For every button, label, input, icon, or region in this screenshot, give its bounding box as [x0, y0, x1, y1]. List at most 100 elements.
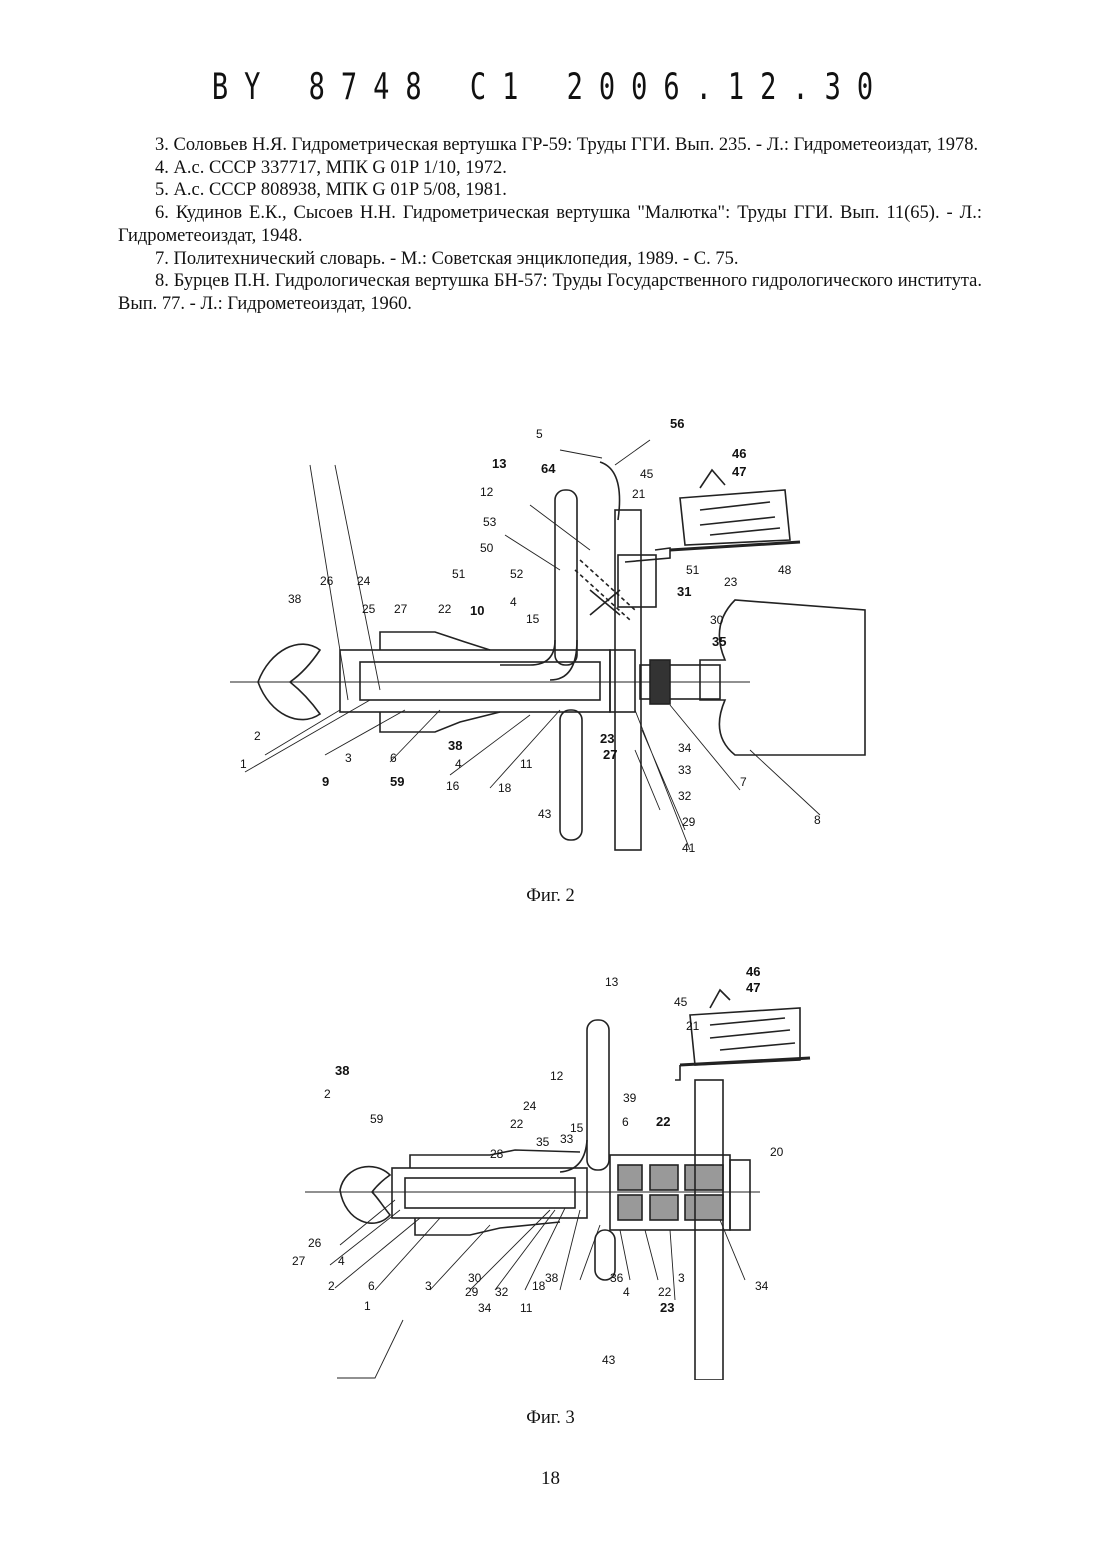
svg-text:34: 34 [478, 1301, 492, 1315]
svg-text:31: 31 [677, 584, 691, 599]
svg-text:4: 4 [510, 595, 517, 609]
svg-text:38: 38 [335, 1063, 349, 1078]
reference-item: 5. А.с. СССР 808938, МПК G 01P 5/08, 198… [118, 179, 982, 202]
svg-text:9: 9 [322, 774, 329, 789]
svg-text:13: 13 [605, 975, 619, 989]
figure-2-labels: 5 56 13 64 45 46 47 12 21 53 48 50 51 52… [240, 416, 821, 855]
svg-text:47: 47 [732, 464, 746, 479]
page-number: 18 [0, 1468, 1101, 1490]
svg-text:46: 46 [746, 964, 760, 979]
svg-text:27: 27 [292, 1254, 306, 1268]
svg-text:51: 51 [686, 563, 700, 577]
svg-text:29: 29 [682, 815, 696, 829]
svg-text:22: 22 [438, 602, 452, 616]
reference-list: 3. Соловьев Н.Я. Гидрометрическая вертуш… [118, 134, 982, 316]
svg-text:56: 56 [670, 416, 684, 431]
svg-text:38: 38 [448, 738, 462, 753]
svg-text:5: 5 [536, 427, 543, 441]
svg-text:21: 21 [632, 487, 646, 501]
svg-text:12: 12 [550, 1069, 564, 1083]
svg-text:6: 6 [622, 1115, 629, 1129]
svg-text:51: 51 [452, 567, 466, 581]
svg-text:7: 7 [740, 775, 747, 789]
svg-text:4: 4 [455, 757, 462, 771]
svg-text:26: 26 [320, 574, 334, 588]
svg-text:34: 34 [678, 741, 692, 755]
svg-text:43: 43 [538, 807, 552, 821]
svg-text:41: 41 [682, 841, 696, 855]
svg-text:53: 53 [483, 515, 497, 529]
reference-item: 7. Политехнический словарь. - М.: Советс… [118, 248, 982, 271]
svg-text:13: 13 [492, 456, 506, 471]
svg-text:3: 3 [425, 1279, 432, 1293]
svg-text:16: 16 [446, 779, 460, 793]
svg-text:47: 47 [746, 980, 760, 995]
svg-text:4: 4 [623, 1285, 630, 1299]
figure-2-drawing: 5 56 13 64 45 46 47 12 21 53 48 50 51 52… [230, 410, 870, 860]
svg-text:32: 32 [495, 1285, 509, 1299]
svg-text:12: 12 [480, 485, 494, 499]
svg-text:28: 28 [490, 1147, 504, 1161]
svg-text:30: 30 [710, 613, 724, 627]
svg-text:6: 6 [368, 1279, 375, 1293]
figure-2-leader-lines [245, 440, 820, 850]
svg-text:36: 36 [610, 1271, 624, 1285]
patent-header: BY 8748 C1 2006.12.30 [0, 67, 1101, 109]
svg-text:59: 59 [390, 774, 404, 789]
svg-text:34: 34 [755, 1279, 769, 1293]
figure-3-caption: Фиг. 3 [0, 1408, 1101, 1429]
svg-text:48: 48 [778, 563, 792, 577]
svg-text:3: 3 [345, 751, 352, 765]
reference-item: 3. Соловьев Н.Я. Гидрометрическая вертуш… [118, 134, 982, 157]
svg-text:39: 39 [623, 1091, 637, 1105]
svg-text:33: 33 [678, 763, 692, 777]
svg-text:20: 20 [770, 1145, 784, 1159]
svg-text:18: 18 [498, 781, 512, 795]
svg-text:45: 45 [674, 995, 688, 1009]
svg-text:10: 10 [470, 603, 484, 618]
svg-text:33: 33 [560, 1132, 574, 1146]
svg-text:2: 2 [324, 1087, 331, 1101]
svg-text:23: 23 [600, 731, 614, 746]
svg-text:59: 59 [370, 1112, 384, 1126]
svg-text:43: 43 [602, 1353, 616, 1367]
svg-text:27: 27 [394, 602, 408, 616]
svg-text:27: 27 [603, 747, 617, 762]
svg-text:24: 24 [523, 1099, 537, 1113]
svg-text:25: 25 [362, 602, 376, 616]
svg-text:38: 38 [545, 1271, 559, 1285]
svg-text:21: 21 [686, 1019, 700, 1033]
svg-text:15: 15 [526, 612, 540, 626]
reference-item: 4. А.с. СССР 337717, МПК G 01P 1/10, 197… [118, 157, 982, 180]
svg-text:24: 24 [357, 574, 371, 588]
svg-text:35: 35 [536, 1135, 550, 1149]
svg-text:32: 32 [678, 789, 692, 803]
svg-text:23: 23 [724, 575, 738, 589]
svg-text:35: 35 [712, 634, 726, 649]
svg-text:50: 50 [480, 541, 494, 555]
svg-text:18: 18 [532, 1279, 546, 1293]
svg-text:11: 11 [520, 1301, 533, 1315]
svg-text:4: 4 [338, 1254, 345, 1268]
svg-text:52: 52 [510, 567, 524, 581]
svg-text:11: 11 [520, 757, 533, 771]
svg-text:45: 45 [640, 467, 654, 481]
figure-3-drawing: 13 46 47 45 21 38 12 2 59 24 22 28 39 15… [280, 960, 820, 1380]
svg-text:3: 3 [678, 1271, 685, 1285]
svg-text:26: 26 [308, 1236, 322, 1250]
svg-text:2: 2 [254, 729, 261, 743]
svg-text:38: 38 [288, 592, 302, 606]
svg-text:6: 6 [390, 751, 397, 765]
svg-text:1: 1 [240, 757, 247, 771]
svg-text:30: 30 [468, 1271, 482, 1285]
svg-text:23: 23 [660, 1300, 674, 1315]
reference-item: 6. Кудинов Е.К., Сысоев Н.Н. Гидрометрич… [118, 202, 982, 247]
reference-item: 8. Бурцев П.Н. Гидрологическая вертушка … [118, 270, 982, 315]
svg-text:29: 29 [465, 1285, 479, 1299]
svg-text:8: 8 [814, 813, 821, 827]
svg-text:46: 46 [732, 446, 746, 461]
svg-text:64: 64 [541, 461, 556, 476]
svg-text:2: 2 [328, 1279, 335, 1293]
svg-text:22: 22 [658, 1285, 672, 1299]
figure-2-caption: Фиг. 2 [0, 886, 1101, 907]
